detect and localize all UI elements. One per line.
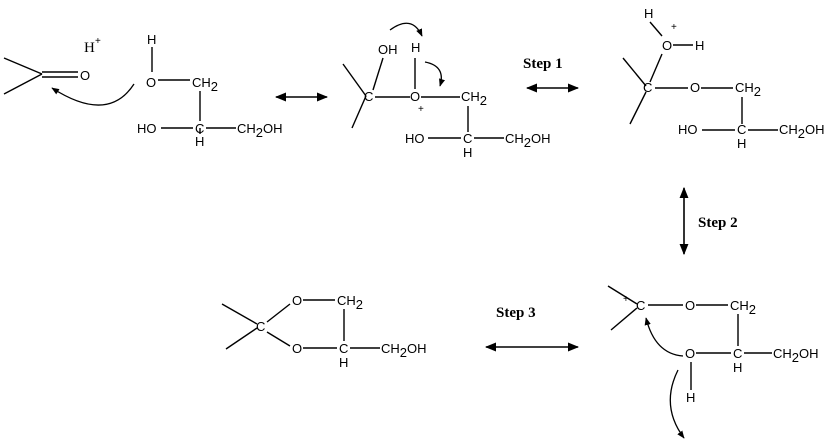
proton-label: H (84, 40, 95, 56)
glycerol-ch2oh: CH2OH (237, 121, 283, 140)
carbocation-ch2: CH2 (730, 298, 756, 317)
intermediate-ch2oh: CH2OH (505, 131, 551, 150)
product-c2: C (339, 341, 348, 356)
intermediate-h2: H (463, 145, 472, 160)
protonated-ch2: CH2 (735, 80, 761, 99)
acetone-molecule: O H + (3, 36, 101, 95)
product-o-bottom: O (292, 341, 302, 356)
hemiketal-intermediate: C OH O + H CH2 HO C H CH2OH (342, 40, 551, 160)
carbocation-intermediate: + C O CH2 O C H CH2OH H (607, 285, 819, 405)
intermediate-h: H (411, 40, 420, 55)
carbocation-h2: H (733, 360, 742, 375)
carbonyl-oxygen: O (80, 68, 90, 83)
curly-arrow-h (424, 61, 446, 87)
attacking-o: O (685, 346, 695, 361)
leaving-h: H (686, 390, 695, 405)
hydroxyl-h: H (147, 32, 156, 47)
product-h2: H (339, 355, 348, 370)
oxonium-o: O (662, 38, 672, 53)
step-1-label: Step 1 (523, 56, 563, 72)
step-3-label: Step 3 (496, 305, 536, 321)
step-2-label: Step 2 (698, 215, 738, 231)
protonated-h2: H (737, 136, 746, 151)
oxonium-h-top: H (644, 6, 653, 21)
protonated-hemiketal: H + O H C O CH2 HO C H CH2OH (622, 6, 825, 151)
oxonium-h-right: H (695, 38, 704, 53)
carbocation-c: C (636, 298, 645, 313)
ether-o: O (690, 80, 700, 95)
protonated-ho: HO (678, 122, 698, 137)
glycerol-ch2: CH2 (192, 75, 218, 94)
protonated-c2: C (737, 122, 746, 137)
intermediate-oplus: O (410, 89, 420, 104)
intermediate-ch2: CH2 (461, 89, 487, 108)
glycerol-molecule: H O CH2 HO C H CH2OH (137, 32, 283, 149)
product-o-top: O (292, 293, 302, 308)
protonated-c: C (643, 80, 652, 95)
hydroxyl-o: O (146, 75, 156, 90)
oxonium-charge: + (671, 22, 677, 33)
glycerol-ho: HO (137, 121, 157, 136)
carbocation-charge: + (623, 294, 629, 305)
carbocation-c2: C (733, 346, 742, 361)
glycerol-h: H (195, 134, 204, 149)
curly-arrow-deprotonation (669, 369, 685, 439)
solketal-product: C O O CH2 C H CH2OH (221, 293, 427, 370)
intermediate-c2: C (463, 131, 472, 146)
intermediate-charge: + (418, 104, 424, 115)
intermediate-c: C (364, 89, 373, 104)
proton-charge: + (95, 36, 101, 47)
product-ch2: CH2 (337, 293, 363, 312)
curly-arrow-ring-closure (644, 317, 684, 357)
intermediate-oh: OH (378, 42, 398, 57)
curly-arrow-oh (389, 22, 423, 37)
curly-arrow-attack (51, 83, 135, 106)
intermediate-ho: HO (405, 131, 425, 146)
carbocation-ch2oh: CH2OH (773, 346, 819, 365)
product-c: C (256, 319, 265, 334)
product-ch2oh: CH2OH (381, 341, 427, 360)
protonated-ch2oh: CH2OH (779, 122, 825, 141)
carbocation-o: O (685, 298, 695, 313)
